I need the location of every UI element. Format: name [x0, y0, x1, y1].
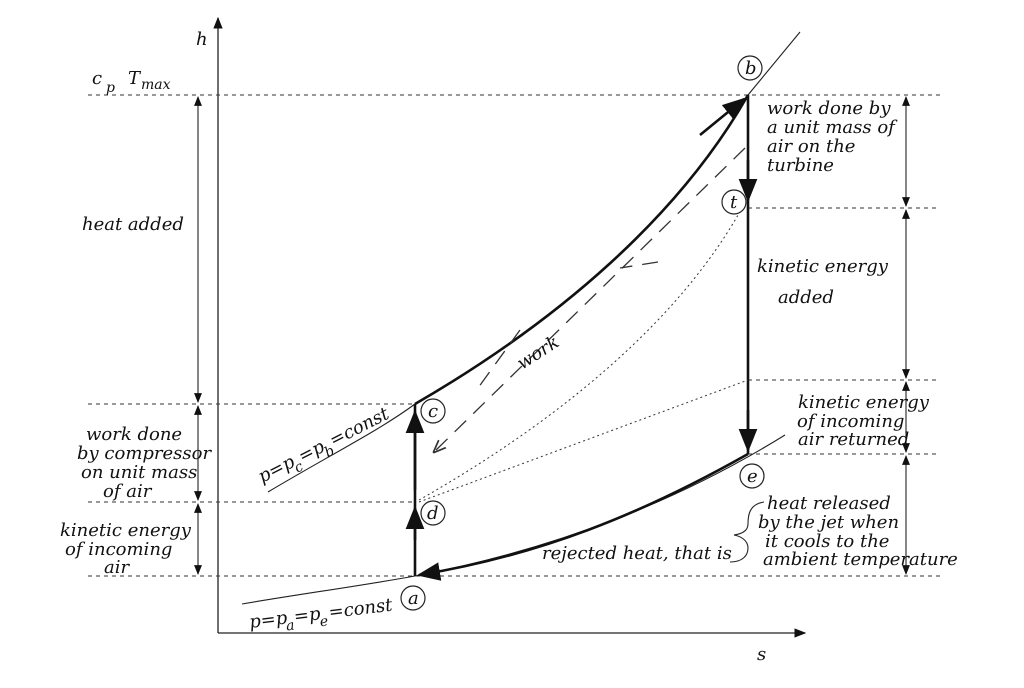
- svg-text:work done by: work done by: [767, 98, 891, 119]
- svg-text:air on the: air on the: [767, 136, 855, 157]
- svg-text:it cools to the: it cools to the: [765, 531, 889, 552]
- svg-text:max: max: [141, 77, 171, 93]
- turbine-work-label: work done by a unit mass of air on the t…: [767, 98, 898, 176]
- dotted-d-upper: [418, 379, 749, 503]
- svg-text:air: air: [104, 557, 130, 578]
- heat-released-brace: [729, 501, 765, 563]
- svg-text:by the jet when: by the jet when: [758, 512, 899, 533]
- isobar-low-label: p=p a =p e =const: [248, 594, 394, 635]
- svg-text:turbine: turbine: [767, 155, 834, 176]
- svg-text:p=p: p=p: [248, 607, 289, 633]
- svg-text:=p: =p: [293, 603, 322, 627]
- svg-text:c: c: [92, 68, 102, 89]
- ke-returned-label: kinetic energy of incoming air returned: [797, 392, 930, 450]
- svg-text:kinetic energy: kinetic energy: [60, 520, 192, 541]
- cp-tmax-label: c p T max: [92, 68, 171, 96]
- point-c: c: [420, 398, 446, 424]
- svg-text:air returned: air returned: [798, 429, 909, 450]
- svg-text:of incoming: of incoming: [797, 411, 904, 432]
- b-corner-arrow: [699, 97, 746, 137]
- work-dashed-arrow: [434, 147, 746, 452]
- svg-text:T: T: [128, 68, 142, 89]
- ke-added-label: kinetic energy added: [757, 256, 889, 308]
- rejected-heat-label: rejected heat, that is: [542, 543, 732, 564]
- svg-text:p: p: [106, 80, 115, 96]
- svg-text:ambient temperature: ambient temperature: [763, 549, 958, 570]
- svg-text:kinetic energy: kinetic energy: [798, 392, 930, 413]
- point-t: t: [721, 189, 747, 215]
- svg-text:heat released: heat released: [767, 493, 891, 514]
- svg-text:t: t: [730, 192, 738, 213]
- svg-text:=const: =const: [326, 403, 393, 451]
- svg-text:work done: work done: [86, 424, 182, 445]
- svg-text:a unit mass of: a unit mass of: [767, 117, 898, 138]
- point-d: d: [420, 500, 446, 526]
- svg-text:c: c: [428, 401, 438, 422]
- point-b: b: [737, 55, 763, 81]
- x-axis-label: s: [757, 644, 766, 665]
- isobar-high-label: p=p c =p b =const: [255, 403, 394, 487]
- svg-text:e: e: [319, 613, 329, 630]
- svg-text:of air: of air: [103, 481, 153, 502]
- y-axis-label: h: [196, 29, 208, 50]
- svg-text:a: a: [408, 588, 419, 609]
- svg-text:on unit mass: on unit mass: [81, 462, 197, 483]
- svg-text:e: e: [747, 466, 758, 487]
- heat-added-label: heat added: [82, 214, 184, 235]
- work-dashed-stub-1: [477, 329, 521, 389]
- svg-text:by compressor: by compressor: [77, 443, 212, 464]
- svg-text:b: b: [745, 58, 757, 79]
- point-a: a: [400, 585, 426, 611]
- compressor-work-label: work done by compressor on unit mass of …: [77, 424, 212, 502]
- work-label: work: [513, 332, 563, 375]
- svg-text:p=p: p=p: [255, 451, 299, 487]
- svg-text:=const: =const: [327, 594, 394, 623]
- rejected-heat-path: [416, 452, 749, 581]
- work-dashed-stub-2: [619, 261, 659, 269]
- svg-text:added: added: [778, 287, 834, 308]
- ke-incoming-label: kinetic energy of incoming air: [60, 520, 192, 578]
- svg-text:a: a: [285, 618, 295, 635]
- svg-text:kinetic energy: kinetic energy: [757, 256, 889, 277]
- svg-text:of incoming: of incoming: [65, 539, 172, 560]
- dotted-d-t: [418, 207, 743, 501]
- svg-text:d: d: [427, 503, 439, 524]
- heat-released-label: heat released by the jet when it cools t…: [758, 493, 958, 570]
- heat-added-path: [414, 94, 750, 406]
- point-e: e: [739, 463, 765, 489]
